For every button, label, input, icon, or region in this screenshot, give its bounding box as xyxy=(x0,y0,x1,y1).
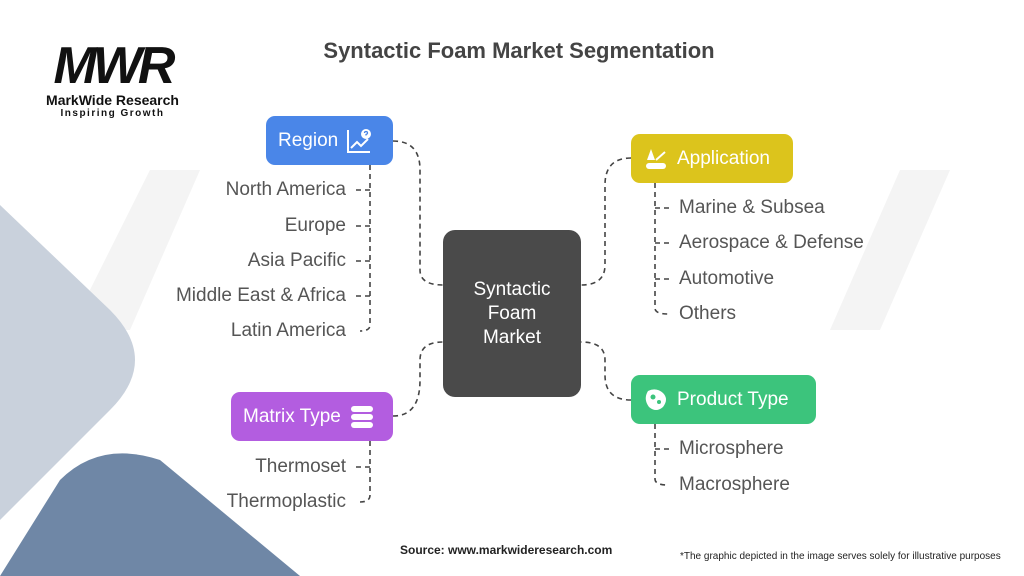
matrix-type-item: Thermoset xyxy=(255,456,346,477)
application-label: Application xyxy=(677,147,770,169)
logo-tagline: Inspiring Growth xyxy=(60,108,165,119)
layers-icon xyxy=(350,405,373,428)
logo-mark: MWR xyxy=(53,37,176,95)
logo: MWR MarkWide Research Inspiring Growth xyxy=(30,40,195,120)
application-item: Aerospace & Defense xyxy=(679,232,864,253)
application-item: Marine & Subsea xyxy=(679,197,825,218)
application-item: Automotive xyxy=(679,268,775,289)
disclaimer-note: *The graphic depicted in the image serve… xyxy=(680,551,1001,562)
region-item: Europe xyxy=(284,215,346,236)
product-type-label: Product Type xyxy=(677,388,789,410)
foam-icon xyxy=(645,388,666,410)
page-title: Syntactic Foam Market Segmentation xyxy=(323,38,715,63)
tools-icon xyxy=(646,148,666,169)
application-item: Others xyxy=(679,303,737,324)
product-type-item: Macrosphere xyxy=(679,474,790,495)
watermark-shape xyxy=(70,170,950,330)
region-item: North America xyxy=(225,179,346,200)
region-label: Region xyxy=(278,129,339,151)
region-item: Latin America xyxy=(230,320,346,341)
matrix-type-item: Thermoplastic xyxy=(226,491,346,512)
chart-question-icon xyxy=(347,128,372,153)
application-node: Application xyxy=(631,134,793,183)
region-item: Middle East & Africa xyxy=(175,285,346,306)
logo-brand: MarkWide Research xyxy=(46,92,179,108)
matrix-type-node: Matrix Type xyxy=(231,392,393,441)
source-text: Source: www.markwideresearch.com xyxy=(400,543,613,557)
region-item: Asia Pacific xyxy=(247,250,346,271)
product-type-node: Product Type xyxy=(631,375,816,424)
matrix-type-label: Matrix Type xyxy=(243,405,341,427)
region-node: Region xyxy=(266,116,393,165)
product-type-item: Microsphere xyxy=(679,438,784,459)
